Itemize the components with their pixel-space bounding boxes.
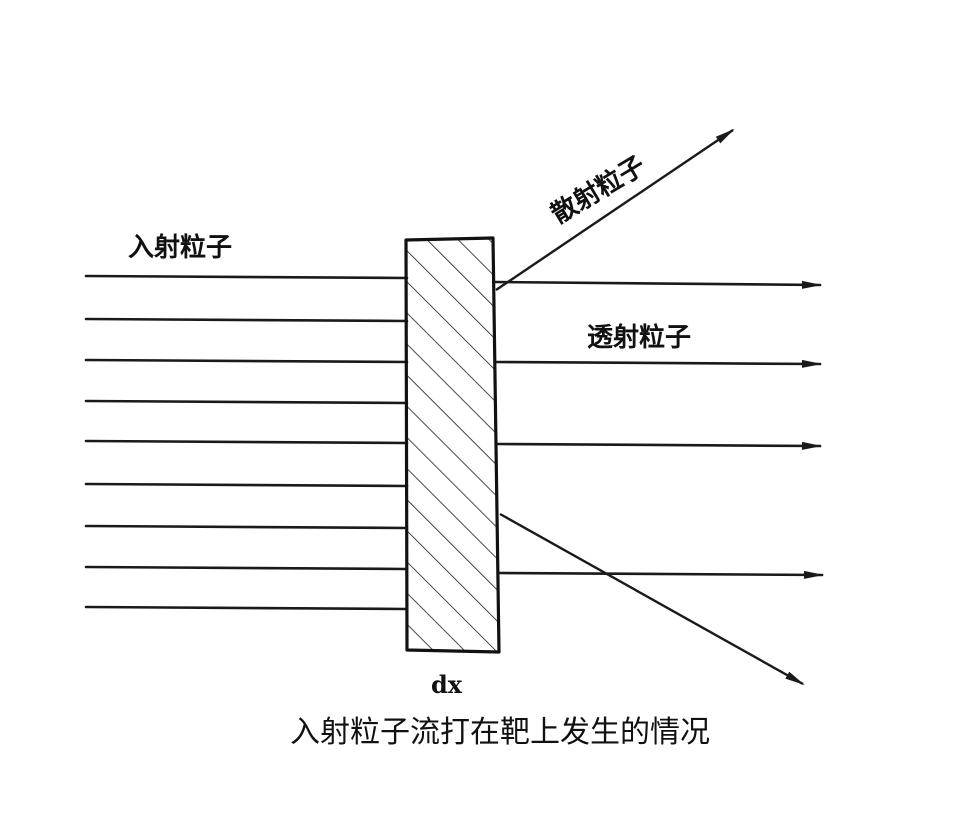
incident-particles-label: 入射粒子 (128, 232, 232, 263)
scattered-particles-label: 散射粒子 (546, 150, 651, 230)
scattered-rays (495, 128, 805, 686)
transmitted-beams (493, 280, 824, 579)
incident-beam (84, 399, 409, 405)
figure-caption: 入射粒子流打在靶上发生的情况 (290, 715, 710, 750)
incident-beam (84, 358, 409, 364)
transmitted-beam (496, 441, 822, 450)
transmitted-beam (497, 570, 824, 579)
thickness-label: dx (431, 670, 463, 699)
incident-beam (84, 439, 409, 445)
incident-beam (84, 317, 409, 323)
transmitted-beam (495, 359, 822, 368)
transmitted-particles-label: 透射粒子 (587, 322, 691, 353)
scattered-ray-up (495, 128, 735, 291)
target-slab (404, 236, 501, 654)
incident-beam (84, 482, 409, 488)
scattered-ray-down (499, 512, 805, 686)
incident-beam (84, 605, 409, 611)
incident-beam (84, 565, 409, 571)
incident-beam (84, 274, 409, 280)
incident-beam (84, 524, 409, 530)
transmitted-beam (493, 280, 822, 289)
incident-beams (84, 274, 409, 611)
